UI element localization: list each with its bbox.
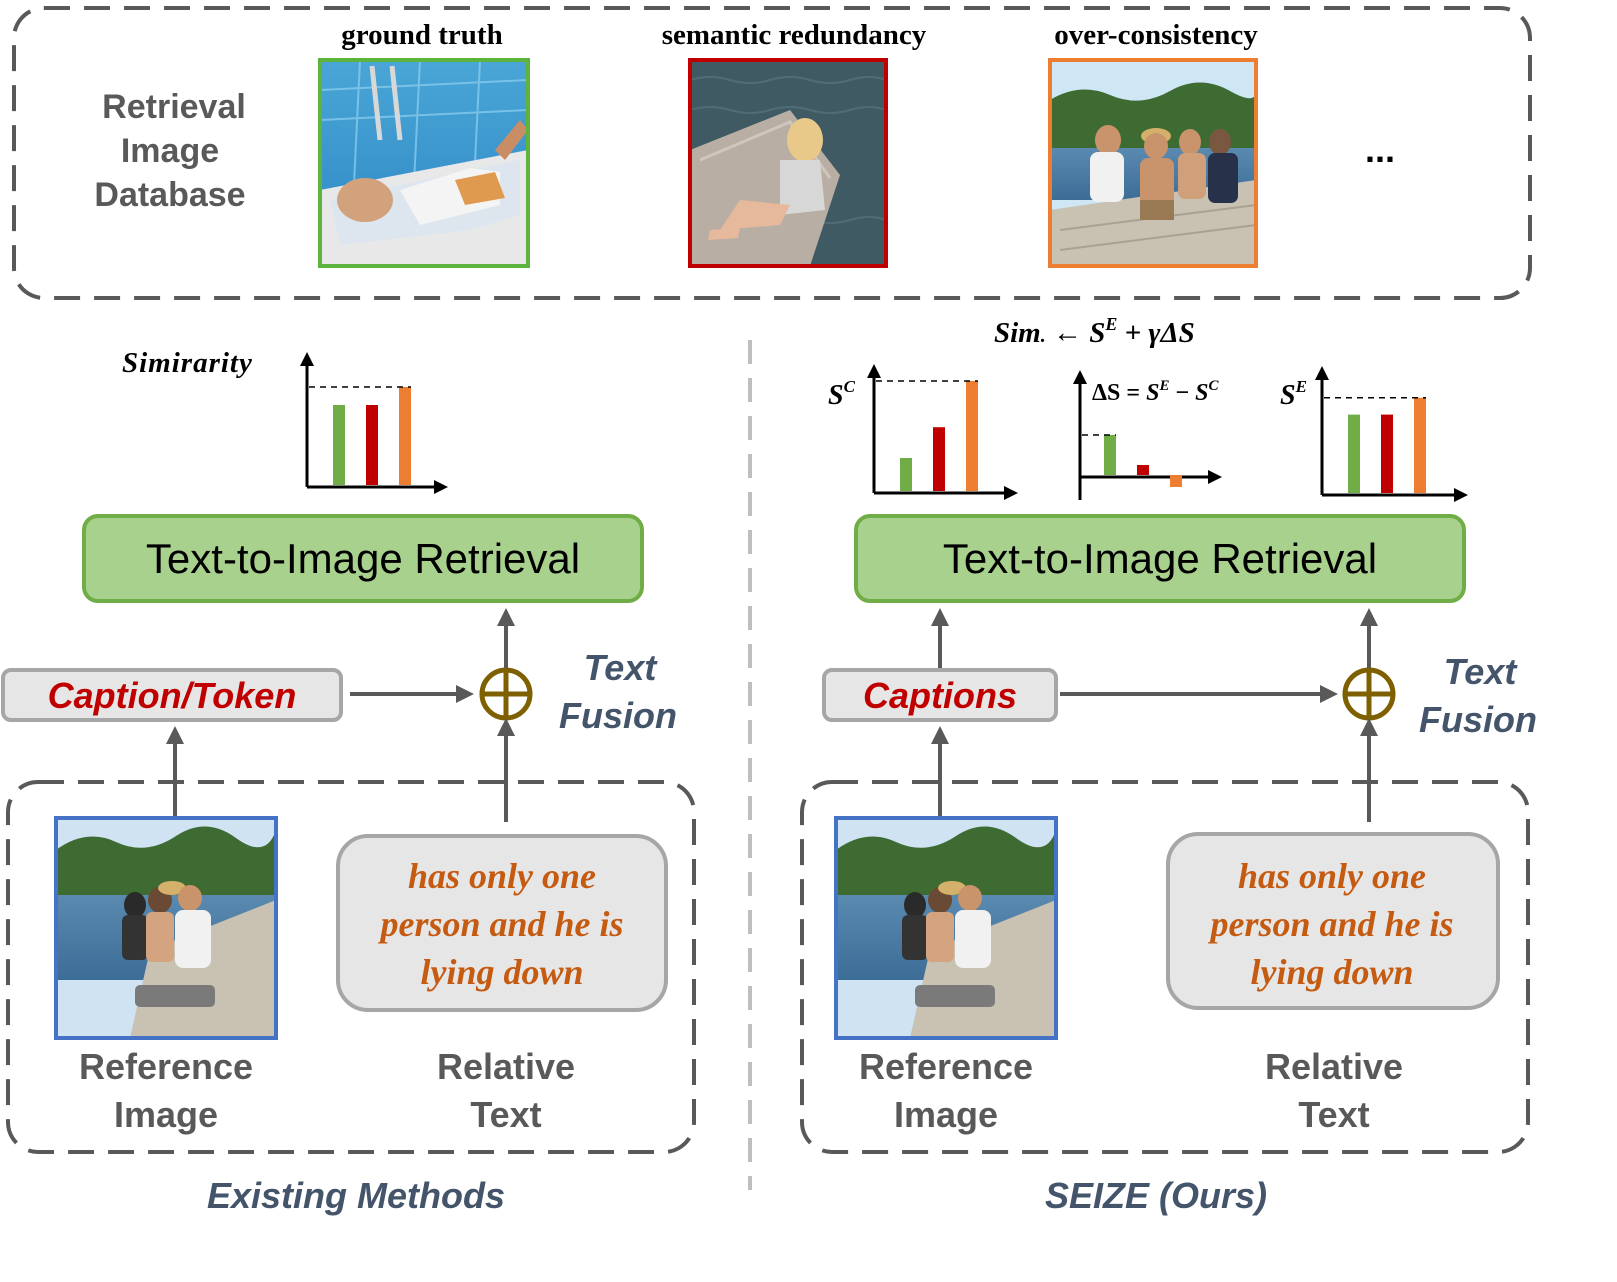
semantic-redundancy-frame	[688, 58, 888, 268]
database-label-line2: Image	[121, 132, 219, 170]
right-relative-label-line1: Relative	[1265, 1046, 1403, 1087]
delta-s-chart	[1073, 370, 1222, 500]
right-retrieval-box	[854, 514, 1466, 603]
right-retrieval-label: Text-to-Image Retrieval	[943, 535, 1377, 582]
right-relative-text-line2: person and he is	[1207, 904, 1453, 944]
right-fusion-line1: Text	[1444, 651, 1519, 692]
left-fusion-line2: Fusion	[559, 695, 677, 736]
left-reference-image-frame	[54, 816, 278, 1040]
caption-over-consistency: over-consistency	[1054, 19, 1258, 51]
se-chart	[1315, 366, 1468, 502]
left-similarity-chart	[300, 352, 448, 494]
ds-chart-bar-1	[1104, 435, 1116, 475]
sc-chart-bar-1	[900, 458, 912, 491]
left-fusion-line1: Text	[584, 647, 659, 688]
right-relative-label-line2: Text	[1298, 1094, 1369, 1135]
left-caption-box	[1, 668, 343, 722]
left-retrieval-label: Text-to-Image Retrieval	[146, 535, 580, 582]
right-reference-image-icon	[836, 818, 1056, 1038]
right-relative-text-line1: has only one	[1238, 856, 1426, 896]
right-reference-label-line1: Reference	[859, 1046, 1033, 1087]
left-relative-text-line1: has only one	[408, 856, 596, 896]
left-chart-bar-3	[399, 387, 411, 485]
woman-sitting-on-dock-photo-icon	[689, 60, 887, 266]
database-label-line3: Database	[94, 176, 245, 214]
caption-semantic-redundancy: semantic redundancy	[662, 19, 927, 51]
right-reference-image-frame	[834, 816, 1058, 1040]
right-input-panel	[800, 780, 1530, 1154]
left-relative-text-box	[336, 834, 668, 1012]
ds-chart-bar-2	[1137, 465, 1149, 475]
right-relative-text-line3: lying down	[1250, 952, 1413, 992]
left-caption-label: Caption/Token	[48, 675, 297, 716]
person-lying-by-pool-photo-icon	[319, 59, 529, 267]
ellipsis: ...	[1365, 129, 1395, 170]
left-relative-text-line2: person and he is	[377, 904, 623, 944]
four-men-sitting-on-dock-photo-icon	[1050, 60, 1257, 266]
right-footer: SEIZE (Ours)	[1045, 1175, 1267, 1216]
right-reference-label-line2: Image	[894, 1094, 998, 1135]
left-relative-text-line3: lying down	[420, 952, 583, 992]
left-chart-bar-1	[333, 405, 345, 485]
database-label-line1: Retrieval	[102, 88, 246, 126]
right-oplus-icon	[1342, 667, 1396, 721]
left-relative-label-line2: Text	[470, 1094, 541, 1135]
left-reference-image-icon	[56, 818, 276, 1038]
sc-chart	[867, 364, 1018, 500]
se-chart-bar-3	[1414, 397, 1426, 493]
right-relative-text-box	[1166, 832, 1500, 1010]
database-panel	[12, 6, 1532, 300]
chart-se-label: SE	[1280, 377, 1307, 411]
left-reference-label-line1: Reference	[79, 1046, 253, 1087]
sc-chart-bar-3	[966, 381, 978, 491]
chart-sc-label: SC	[828, 377, 856, 411]
left-retrieval-box	[82, 514, 644, 603]
se-chart-bar-2	[1381, 414, 1393, 493]
caption-ground-truth: ground truth	[341, 19, 502, 51]
left-chart-ylabel: Simirarity	[122, 347, 253, 379]
left-chart-bar-2	[366, 405, 378, 485]
left-oplus-icon	[479, 667, 533, 721]
right-caption-label: Captions	[863, 675, 1017, 716]
chart-ds-label: ΔS = SE − SC	[1092, 378, 1220, 406]
formula: Sim. ← SE + γΔS	[994, 314, 1195, 349]
left-footer: Existing Methods	[207, 1175, 505, 1216]
over-consistency-frame	[1048, 58, 1258, 268]
ground-truth-frame	[318, 58, 530, 268]
se-chart-bar-1	[1348, 414, 1360, 493]
ds-chart-bar-3	[1170, 475, 1182, 487]
right-fusion-line2: Fusion	[1419, 699, 1537, 740]
left-relative-label-line1: Relative	[437, 1046, 575, 1087]
left-input-panel	[6, 780, 696, 1154]
sc-chart-bar-2	[933, 427, 945, 491]
right-caption-box	[822, 668, 1058, 722]
left-reference-label-line2: Image	[114, 1094, 218, 1135]
